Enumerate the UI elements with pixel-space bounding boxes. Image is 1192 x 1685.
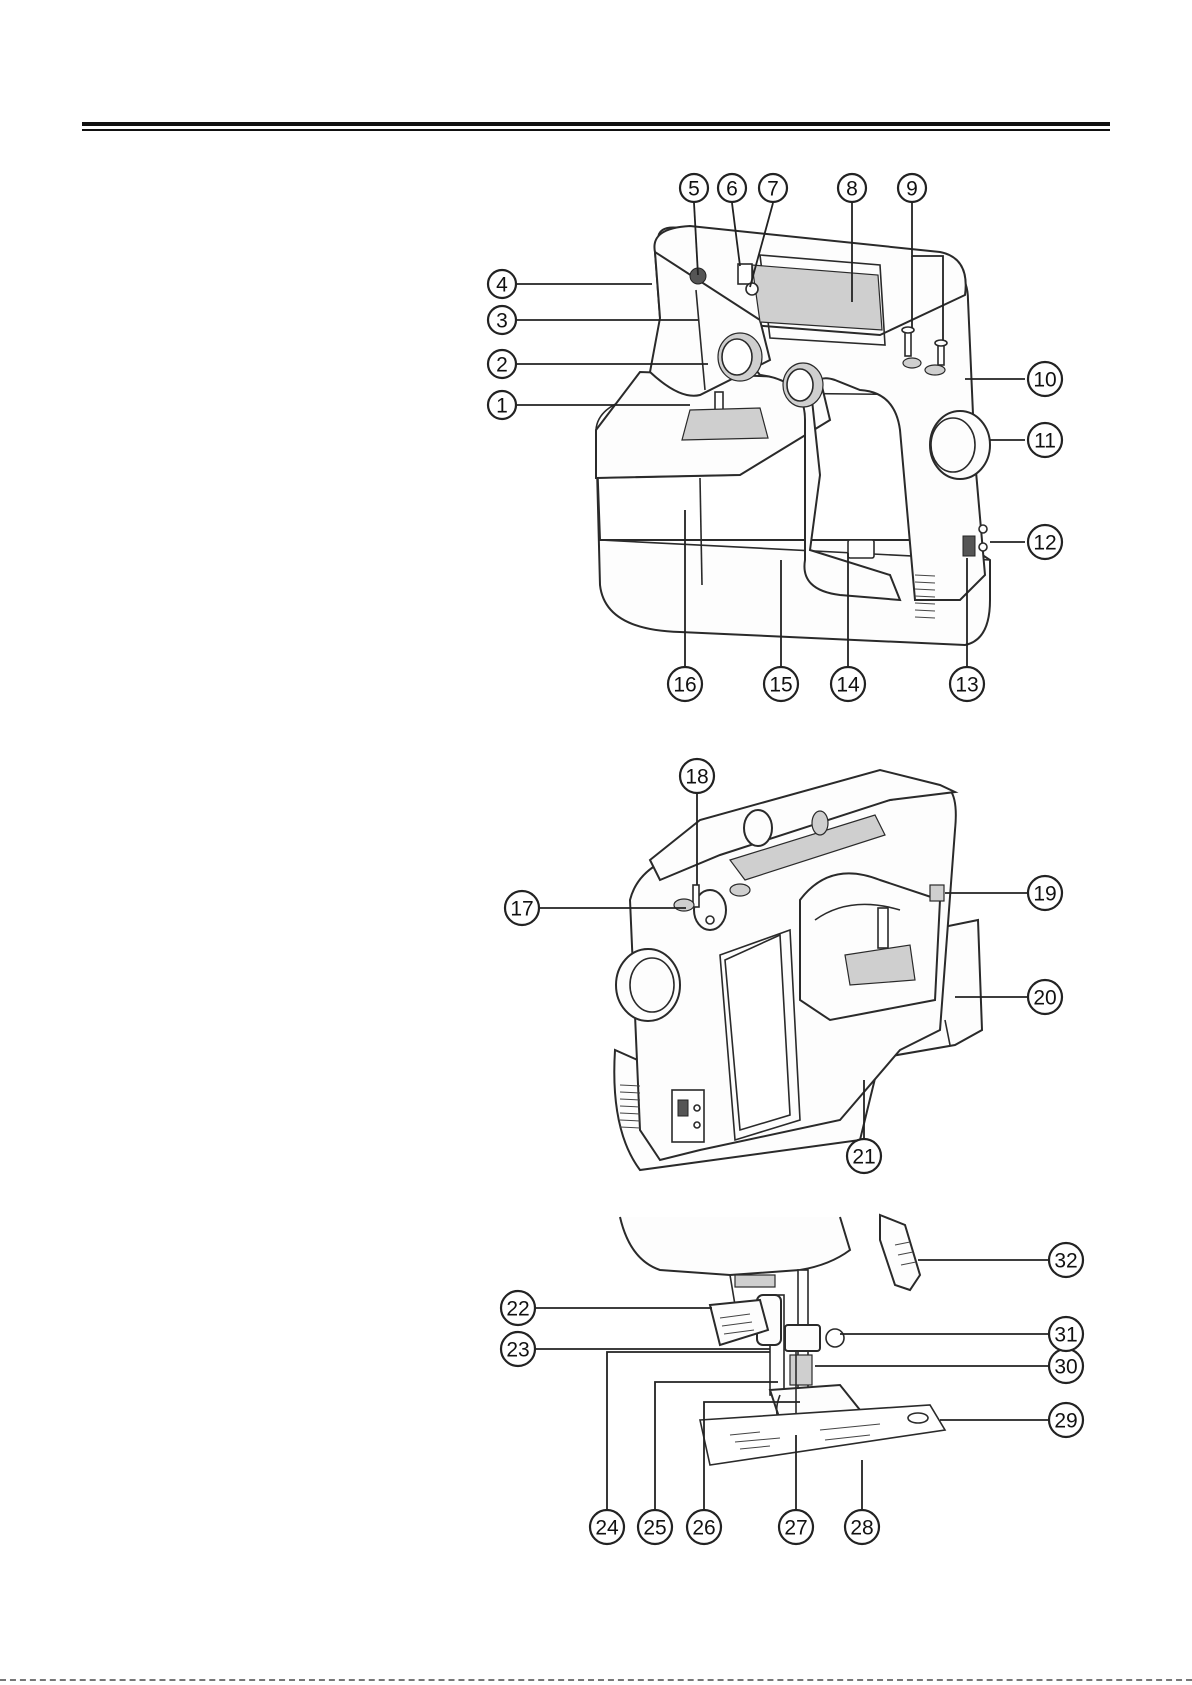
callout-4: 4 [488, 270, 516, 298]
svg-text:5: 5 [688, 178, 700, 201]
callout-27: 27 [779, 1510, 813, 1544]
callout-2: 2 [488, 350, 516, 378]
svg-text:2: 2 [496, 354, 508, 377]
svg-text:14: 14 [836, 674, 860, 697]
callout-29: 29 [1049, 1403, 1083, 1437]
svg-text:15: 15 [769, 674, 792, 697]
callout-9: 9 [898, 174, 926, 202]
callout-5: 5 [680, 174, 708, 202]
sewing-machine-front-view [596, 226, 990, 645]
handwheel [930, 411, 990, 479]
svg-text:17: 17 [510, 898, 533, 921]
callout-3: 3 [488, 306, 516, 334]
svg-text:3: 3 [496, 310, 508, 333]
callout-18: 18 [680, 759, 714, 793]
svg-text:9: 9 [906, 178, 918, 201]
callout-28: 28 [845, 1510, 879, 1544]
svg-text:11: 11 [1034, 430, 1056, 453]
sewing-machine-rear-view [614, 770, 982, 1170]
callout-1: 1 [488, 391, 516, 419]
callout-24: 24 [590, 1510, 624, 1544]
callout-23: 23 [501, 1332, 535, 1366]
svg-text:31: 31 [1054, 1324, 1077, 1347]
callout-6: 6 [718, 174, 746, 202]
pattern-dial [718, 333, 762, 381]
callout-31: 31 [1049, 1317, 1083, 1351]
svg-text:8: 8 [846, 178, 858, 201]
callout-8: 8 [838, 174, 866, 202]
svg-text:10: 10 [1033, 369, 1056, 392]
svg-text:21: 21 [852, 1146, 875, 1169]
callout-10: 10 [1028, 362, 1062, 396]
callout-19: 19 [1028, 876, 1062, 910]
svg-text:22: 22 [506, 1298, 529, 1321]
callout-16: 16 [668, 667, 702, 701]
svg-text:20: 20 [1033, 987, 1056, 1010]
svg-text:27: 27 [784, 1517, 807, 1540]
callout-25: 25 [638, 1510, 672, 1544]
callout-32: 32 [1049, 1243, 1083, 1277]
page-bottom-edge [0, 1679, 1192, 1684]
svg-text:16: 16 [673, 674, 696, 697]
svg-text:6: 6 [726, 178, 738, 201]
stitch-length-dial [783, 363, 823, 407]
svg-text:24: 24 [595, 1517, 619, 1540]
svg-text:7: 7 [767, 178, 779, 201]
svg-text:12: 12 [1033, 532, 1056, 555]
svg-text:30: 30 [1054, 1356, 1077, 1379]
callout-7: 7 [759, 174, 787, 202]
callout-15: 15 [764, 667, 798, 701]
callout-20: 20 [1028, 980, 1062, 1014]
callout-22: 22 [501, 1291, 535, 1325]
handwheel-rear [616, 949, 680, 1021]
callout-30: 30 [1049, 1349, 1083, 1383]
svg-text:28: 28 [850, 1517, 873, 1540]
svg-text:25: 25 [643, 1517, 666, 1540]
svg-text:18: 18 [685, 766, 708, 789]
svg-text:13: 13 [955, 674, 978, 697]
svg-text:4: 4 [496, 274, 508, 297]
svg-text:32: 32 [1054, 1250, 1077, 1273]
callout-11: 11 [1028, 423, 1062, 457]
svg-text:1: 1 [496, 395, 508, 418]
svg-text:26: 26 [692, 1517, 715, 1540]
callout-13: 13 [950, 667, 984, 701]
needle-area-closeup [620, 1215, 945, 1465]
callout-26: 26 [687, 1510, 721, 1544]
callout-12: 12 [1028, 525, 1062, 559]
svg-text:19: 19 [1033, 883, 1056, 906]
svg-text:23: 23 [506, 1339, 529, 1362]
callout-14: 14 [831, 667, 865, 701]
callout-21: 21 [847, 1139, 881, 1173]
callout-17: 17 [505, 891, 539, 925]
svg-text:29: 29 [1054, 1410, 1077, 1433]
